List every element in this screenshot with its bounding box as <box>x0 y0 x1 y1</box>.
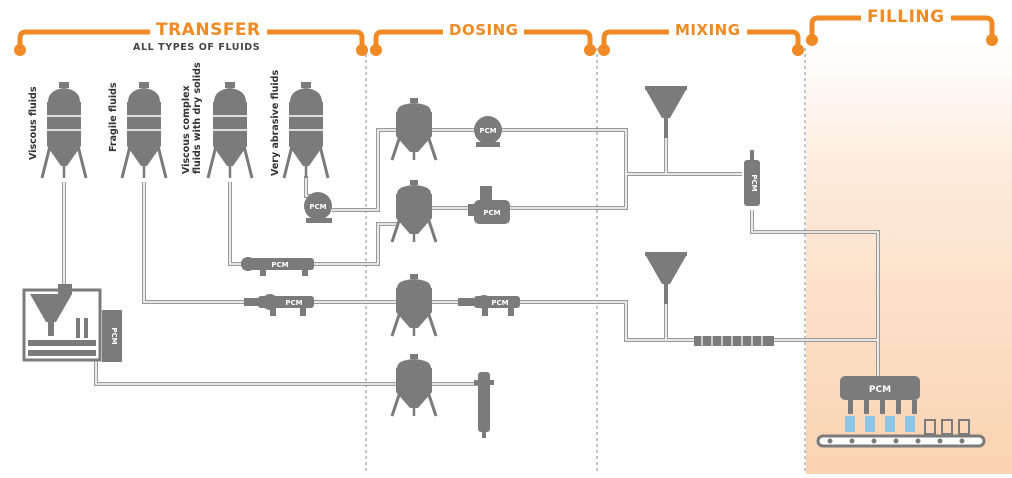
section-subtitle-transfer: ALL TYPES OF FLUIDS <box>133 42 261 53</box>
section-title-dosing: DOSING <box>443 23 525 38</box>
brand-text-pump-1: PCM <box>309 203 326 211</box>
brand-text-dosing-pump-1: PCM <box>479 127 496 135</box>
section-title-transfer: TRANSFER <box>150 22 267 39</box>
section-title-mixing: MIXING <box>669 23 747 38</box>
brand-text-filler: PCM <box>869 385 891 395</box>
pump-row-3 <box>244 294 314 316</box>
tank-abrasive-fluids <box>282 80 330 180</box>
processing-unit <box>22 284 122 362</box>
static-mixer-horizontal <box>694 336 774 346</box>
filling-zone-background <box>806 40 1012 474</box>
dosing-tank-3 <box>390 272 438 338</box>
dosing-tank-2 <box>390 178 438 244</box>
dosing-tank-4 <box>390 352 438 418</box>
mixing-hopper-2 <box>645 252 687 304</box>
mixing-hopper-1 <box>645 86 687 138</box>
pump-row-1 <box>304 192 332 223</box>
dosing-pump-1 <box>474 116 502 147</box>
section-title-filling: FILLING <box>861 9 951 26</box>
dosing-pump-2 <box>468 186 510 224</box>
brand-text-dosing-pump-3: PCM <box>491 299 508 307</box>
brand-text-pump-3: PCM <box>285 299 302 307</box>
tank-fragile-fluids <box>120 80 168 180</box>
dosing-tank-1 <box>390 96 438 162</box>
tank-viscous-complex <box>206 80 254 180</box>
tank-label-viscous-complex-1: Viscous complex <box>181 85 192 174</box>
filling-machine <box>816 376 986 448</box>
brand-text-pump-2: PCM <box>271 261 288 269</box>
brand-text-unit: PCM <box>110 327 118 344</box>
dosing-valve-vertical <box>474 372 494 438</box>
brand-text-mixer: PCM <box>750 174 758 191</box>
tank-viscous-fluids <box>40 80 88 180</box>
tank-label-abrasive: Very abrasive fluids <box>270 69 281 176</box>
inline-mixer-vertical <box>744 150 760 206</box>
tank-label-viscous-complex-2: fluids with dry solids <box>192 62 203 174</box>
pump-row-2 <box>241 257 314 276</box>
tank-label-viscous: Viscous fluids <box>28 86 39 161</box>
tank-label-fragile: Fragile fluids <box>108 82 119 152</box>
brand-text-dosing-pump-2: PCM <box>483 209 500 217</box>
dosing-pump-3 <box>458 295 520 316</box>
